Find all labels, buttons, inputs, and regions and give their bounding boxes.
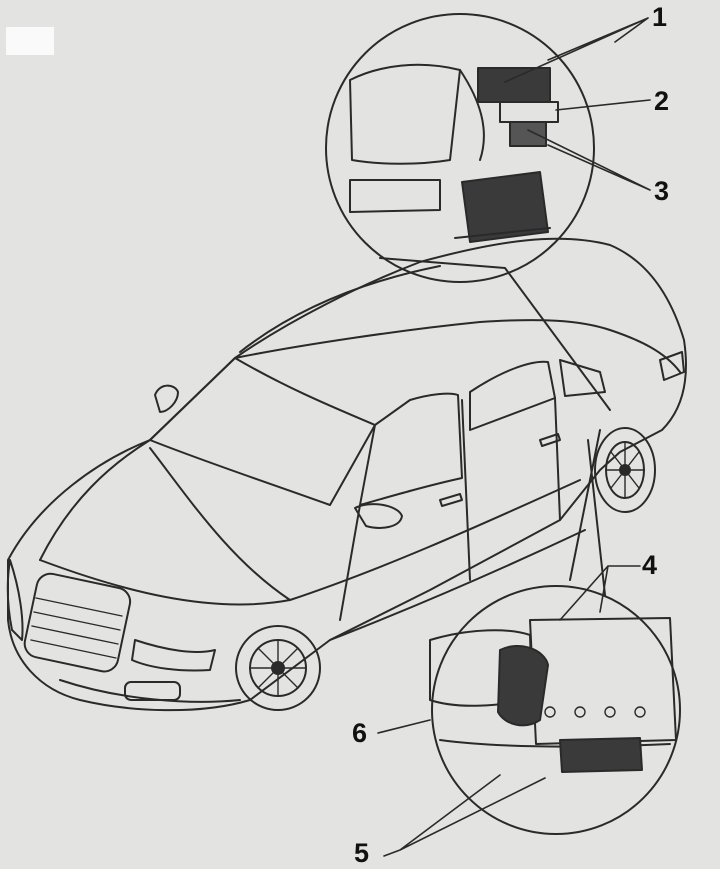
quarter-window <box>559 359 606 397</box>
callout-4: 4 <box>642 550 658 580</box>
callout-6: 6 <box>352 718 368 748</box>
sill-line <box>329 529 586 641</box>
wiring-harness <box>497 645 549 727</box>
fuse-row <box>544 706 646 718</box>
hood-line <box>39 439 151 561</box>
rear-door-edge <box>554 397 561 521</box>
leader-1 <box>504 17 649 83</box>
lower-magnifier-cone <box>569 429 606 596</box>
left-mirror <box>154 384 179 413</box>
right-mirror <box>354 503 403 529</box>
rear-door-handle <box>539 433 561 447</box>
callout-3: 3 <box>654 176 670 206</box>
upper-bracket <box>349 179 441 213</box>
leader-4 <box>559 565 641 621</box>
roof-rail <box>239 265 441 353</box>
front-side-window <box>359 392 463 506</box>
callout-5: 5 <box>354 838 370 868</box>
leader-6 <box>377 719 431 734</box>
front-grille <box>23 572 132 673</box>
right-headlight <box>131 639 216 672</box>
module-bracket <box>454 227 551 239</box>
battery-tray <box>529 617 677 745</box>
label-patch <box>6 27 54 55</box>
door-divider <box>461 399 471 581</box>
body-side-crease <box>289 479 581 601</box>
rear-side-window <box>469 360 556 431</box>
lower-control-module <box>461 171 549 243</box>
front-wheel <box>235 625 321 711</box>
leader-5 <box>383 774 546 857</box>
car-body-outline <box>7 237 687 712</box>
upper-dash-panel <box>349 63 461 165</box>
hood-crease <box>149 447 291 601</box>
trunk-lid <box>609 329 681 373</box>
upper-magnifier-cone <box>379 257 611 411</box>
control-unit-2 <box>499 101 559 123</box>
upper-trim <box>459 69 485 161</box>
callout-1: 1 <box>652 2 668 32</box>
roof-line <box>234 319 611 359</box>
rear-wheel <box>594 427 656 513</box>
callout-2: 2 <box>654 86 670 116</box>
leader-3 <box>527 129 651 191</box>
front-door <box>339 504 361 621</box>
left-headlight <box>6 559 24 641</box>
front-door-handle <box>439 493 463 507</box>
control-unit-1 <box>477 67 551 103</box>
leader-2 <box>555 99 651 111</box>
grille-bars <box>30 597 123 659</box>
lower-air-intake <box>124 681 181 701</box>
front-bumper <box>59 679 241 703</box>
windshield <box>149 357 376 506</box>
tail-light <box>659 351 685 381</box>
detail-circle-upper <box>325 13 595 283</box>
control-unit-3 <box>509 121 547 147</box>
hood-front-edge <box>39 559 291 606</box>
detail-circle-lower <box>431 585 681 835</box>
lower-dark-block <box>559 737 643 773</box>
